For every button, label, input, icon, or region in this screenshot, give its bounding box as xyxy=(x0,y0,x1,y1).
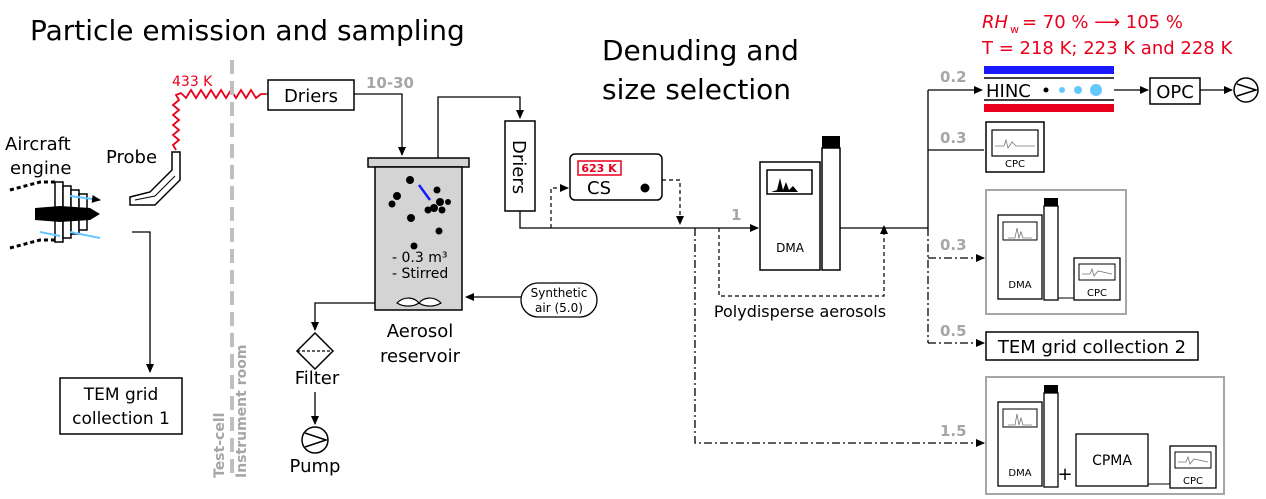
cs-indicator-icon xyxy=(640,183,650,193)
dma-output-trunk xyxy=(840,90,929,229)
probe-icon xyxy=(129,151,181,206)
cpma-dma-label: DMA xyxy=(1008,468,1031,479)
aircraft-label-line1: Aircraft xyxy=(5,134,71,155)
cpma-dma xyxy=(997,385,1059,488)
rh-subscript: w xyxy=(1010,23,1019,36)
synthetic-air-line1: Synthetic xyxy=(531,286,588,300)
cpc-unit xyxy=(985,121,1045,173)
denuding-title-line1: Denuding and xyxy=(602,34,799,67)
instrument-room-label: Instrument room xyxy=(234,345,250,478)
driers-to-reservoir-line xyxy=(354,93,406,156)
cs-label: CS xyxy=(587,178,611,199)
reservoir-label-line2: reservoir xyxy=(380,346,461,367)
stirrer-fan-icon xyxy=(396,297,442,307)
flow-rate-1: 1 xyxy=(731,206,741,224)
hinc-chamber xyxy=(984,66,1114,112)
dma-main-label: DMA xyxy=(776,241,805,255)
opc-pump-icon xyxy=(1233,77,1259,103)
smps-dma-label: DMA xyxy=(1008,280,1031,291)
plus-sign: + xyxy=(1057,464,1072,485)
flow-rate-0.3-cpc: 0.3 xyxy=(940,129,967,147)
tem1-label-line2: collection 1 xyxy=(72,409,170,429)
smps-dma xyxy=(997,198,1059,301)
opc-label: OPC xyxy=(1156,82,1194,103)
dma-main xyxy=(759,136,841,271)
aerosol-reservoir xyxy=(367,157,470,311)
flow-rate-0.5: 0.5 xyxy=(940,322,967,340)
driers-2-label: Driers xyxy=(508,140,529,194)
smps-cpc-label: CPC xyxy=(1087,288,1107,299)
main-sample-line xyxy=(519,211,759,232)
test-cell-label: Test-cell xyxy=(212,413,228,478)
particles xyxy=(388,176,451,250)
driers-2-box xyxy=(504,120,536,212)
branch-cpma-line xyxy=(694,228,985,447)
rh-range: = 70 % ⟶ 105 % xyxy=(1022,12,1183,33)
cpma-cpc-label: CPC xyxy=(1183,476,1203,487)
cpma-label: CPMA xyxy=(1092,453,1132,469)
reservoir-stirred: - Stirred xyxy=(392,266,448,282)
tem2-label: TEM grid collection 2 xyxy=(997,337,1186,358)
tem1-label-line1: TEM grid xyxy=(83,385,159,405)
synthetic-air-line2: air (5.0) xyxy=(535,301,583,315)
temperature-line: T = 218 K; 223 K and 228 K xyxy=(981,38,1233,59)
driers-1-box xyxy=(267,79,355,111)
heated-line xyxy=(171,88,266,151)
probe-label: Probe xyxy=(106,147,157,168)
opc-box xyxy=(1149,77,1201,105)
driers-1-label: Driers xyxy=(284,86,338,107)
conditions-text: RH w = 70 % ⟶ 105 % T = 218 K; 223 K and… xyxy=(981,12,1233,59)
flow-rate-0.3-smps: 0.3 xyxy=(940,236,967,254)
denuding-title-line2: size selection xyxy=(602,73,791,106)
tem-grid-collection-1-box xyxy=(59,377,183,435)
cpc-label: CPC xyxy=(1005,159,1025,170)
cs-temperature: 623 K xyxy=(581,162,617,175)
polydisperse-label: Polydisperse aerosols xyxy=(714,302,886,321)
flow-rate-0.2: 0.2 xyxy=(940,68,967,86)
cs-bypass-out xyxy=(662,179,684,225)
synthetic-air-box xyxy=(520,282,598,318)
reservoir-volume: - 0.3 m³ xyxy=(392,250,447,266)
rh-symbol: RH xyxy=(982,12,1009,33)
hinc-warm-wall xyxy=(984,104,1114,112)
cpma-cpc xyxy=(1169,445,1217,489)
stirring-arrow xyxy=(417,184,432,201)
filter-icon xyxy=(295,331,335,371)
cs-bypass-in xyxy=(550,184,569,228)
flow-rate-10-30: 10-30 xyxy=(366,74,414,92)
pump-label: Pump xyxy=(290,456,341,477)
cpma-box xyxy=(1075,433,1149,487)
tem1-sample-line xyxy=(132,231,154,373)
probe-temperature: 433 K xyxy=(172,74,213,90)
dma-main-spectrum-icon xyxy=(771,178,798,192)
aircraft-engine-icon xyxy=(9,180,101,250)
hinc-label: HINC xyxy=(986,81,1031,102)
polydisperse-bypass-line xyxy=(718,225,888,297)
filter-label: Filter xyxy=(295,368,340,389)
reservoir-to-driers2-line xyxy=(437,96,524,158)
aircraft-label-line2: engine xyxy=(10,158,71,179)
hinc-cold-wall xyxy=(984,66,1114,74)
emission-title: Particle emission and sampling xyxy=(30,14,465,47)
smps-cpc xyxy=(1073,257,1121,301)
pump-icon xyxy=(301,426,329,454)
cs-temperature-display xyxy=(577,160,622,176)
reservoir-label-line1: Aerosol xyxy=(387,321,453,342)
reservoir-to-filter-line xyxy=(311,302,375,331)
flow-rate-1.5: 1.5 xyxy=(940,422,967,440)
tem-grid-collection-2-box xyxy=(985,331,1199,361)
